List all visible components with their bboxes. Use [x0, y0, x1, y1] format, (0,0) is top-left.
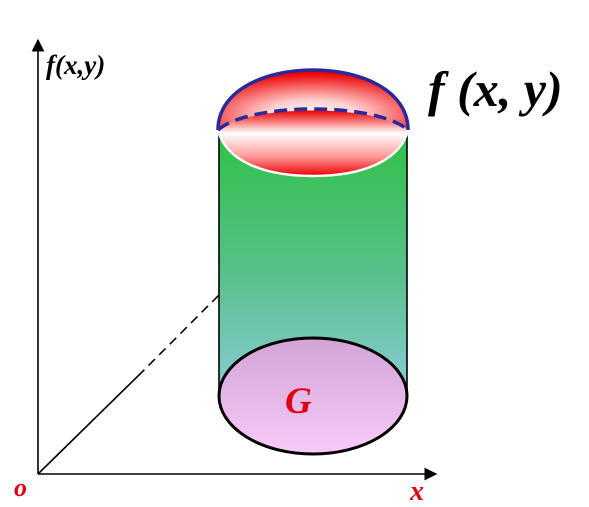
surface-cap-upper: [218, 70, 408, 130]
surface-label: f (x, y): [428, 61, 563, 117]
surface-cap-bottom-rim: [216, 129, 410, 178]
surface-cap-outline: [216, 68, 410, 131]
x-axis-label: x: [409, 476, 424, 507]
region-g-ellipse: [217, 336, 409, 456]
origin-label: o: [14, 473, 27, 502]
oblique-axis-solid: [37, 375, 139, 475]
region-label: G: [285, 381, 312, 422]
vertical-axis-label: f(x,y): [46, 50, 105, 80]
surface-cap-lower: [218, 110, 408, 176]
oblique-axis-dashed: [137, 291, 223, 377]
